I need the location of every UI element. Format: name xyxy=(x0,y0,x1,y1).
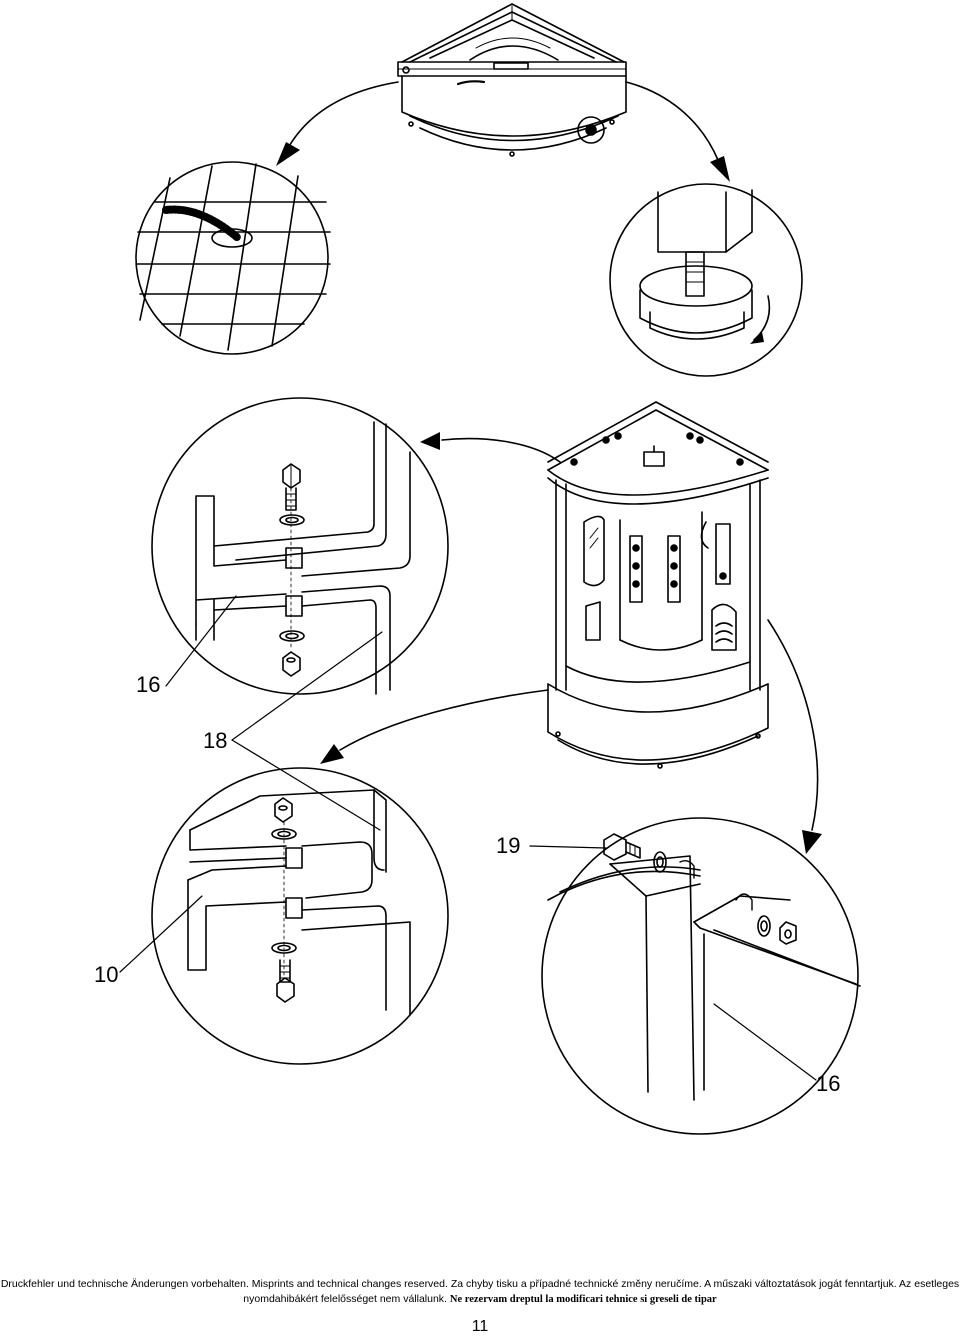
disclaimer-ro: Ne rezervam dreptul la modificari tehnic… xyxy=(449,1294,717,1305)
panel-joint-detail-bottom xyxy=(151,767,449,1065)
drain-hose-detail xyxy=(135,161,331,355)
arrow-tray-to-foot xyxy=(625,81,730,182)
callout-18: 18 xyxy=(203,728,228,753)
panel-joint-detail-top xyxy=(151,397,449,695)
arrow-cabin-to-top-joint xyxy=(420,432,561,463)
page-number: 11 xyxy=(471,1318,489,1335)
callout-19: 19 xyxy=(496,833,521,858)
shower-tray-drawing xyxy=(397,3,627,157)
shower-cabin-drawing xyxy=(547,401,769,769)
callout-leaders xyxy=(119,595,817,1081)
adjustable-foot-detail xyxy=(609,183,803,377)
door-joint-detail xyxy=(541,817,861,1135)
disclaimer-line-2: nyomdahibákért felelősséget nem vállalun… xyxy=(0,1292,960,1307)
disclaimer-hu: nyomdahibákért felelősséget nem vállalun… xyxy=(243,1293,450,1305)
arrow-cabin-to-door-joint xyxy=(767,619,822,854)
disclaimer-footer: Druckfehler und technische Änderungen vo… xyxy=(0,1277,960,1307)
callout-16-left: 16 xyxy=(136,672,161,697)
assembly-illustration xyxy=(119,3,861,1135)
arrow-tray-to-drain xyxy=(276,81,399,166)
disclaimer-line-1: Druckfehler und technische Änderungen vo… xyxy=(0,1278,960,1290)
callout-16-right: 16 xyxy=(816,1071,841,1096)
callout-10: 10 xyxy=(94,962,119,987)
arrow-cabin-to-bottom-joint xyxy=(320,689,549,764)
